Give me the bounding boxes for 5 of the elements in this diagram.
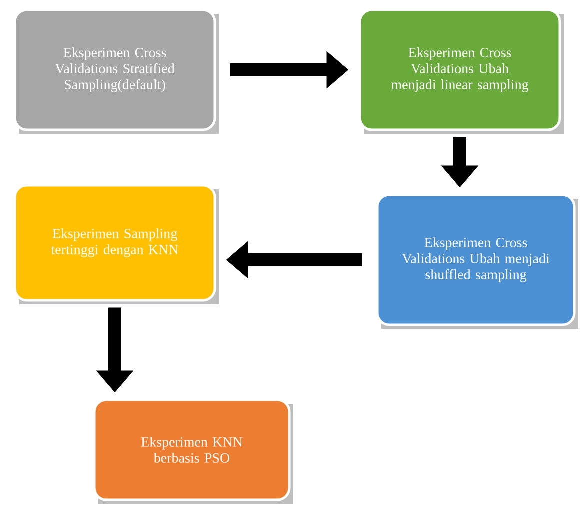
process-box: Eksperimen Sampling tertinggi dengan KNN [14,184,216,302]
process-box: Eksperimen Cross Validations Stratified Sampling(default) [14,8,216,132]
process-box: Eksperimen Cross Validations Ubah menjadi shuffled sampling [376,194,576,326]
process-box: Eksperimen Cross Validations Ubah menjadi linear sampling [358,8,562,132]
process-box: Eksperimen KNN berbasis PSO [93,398,291,502]
